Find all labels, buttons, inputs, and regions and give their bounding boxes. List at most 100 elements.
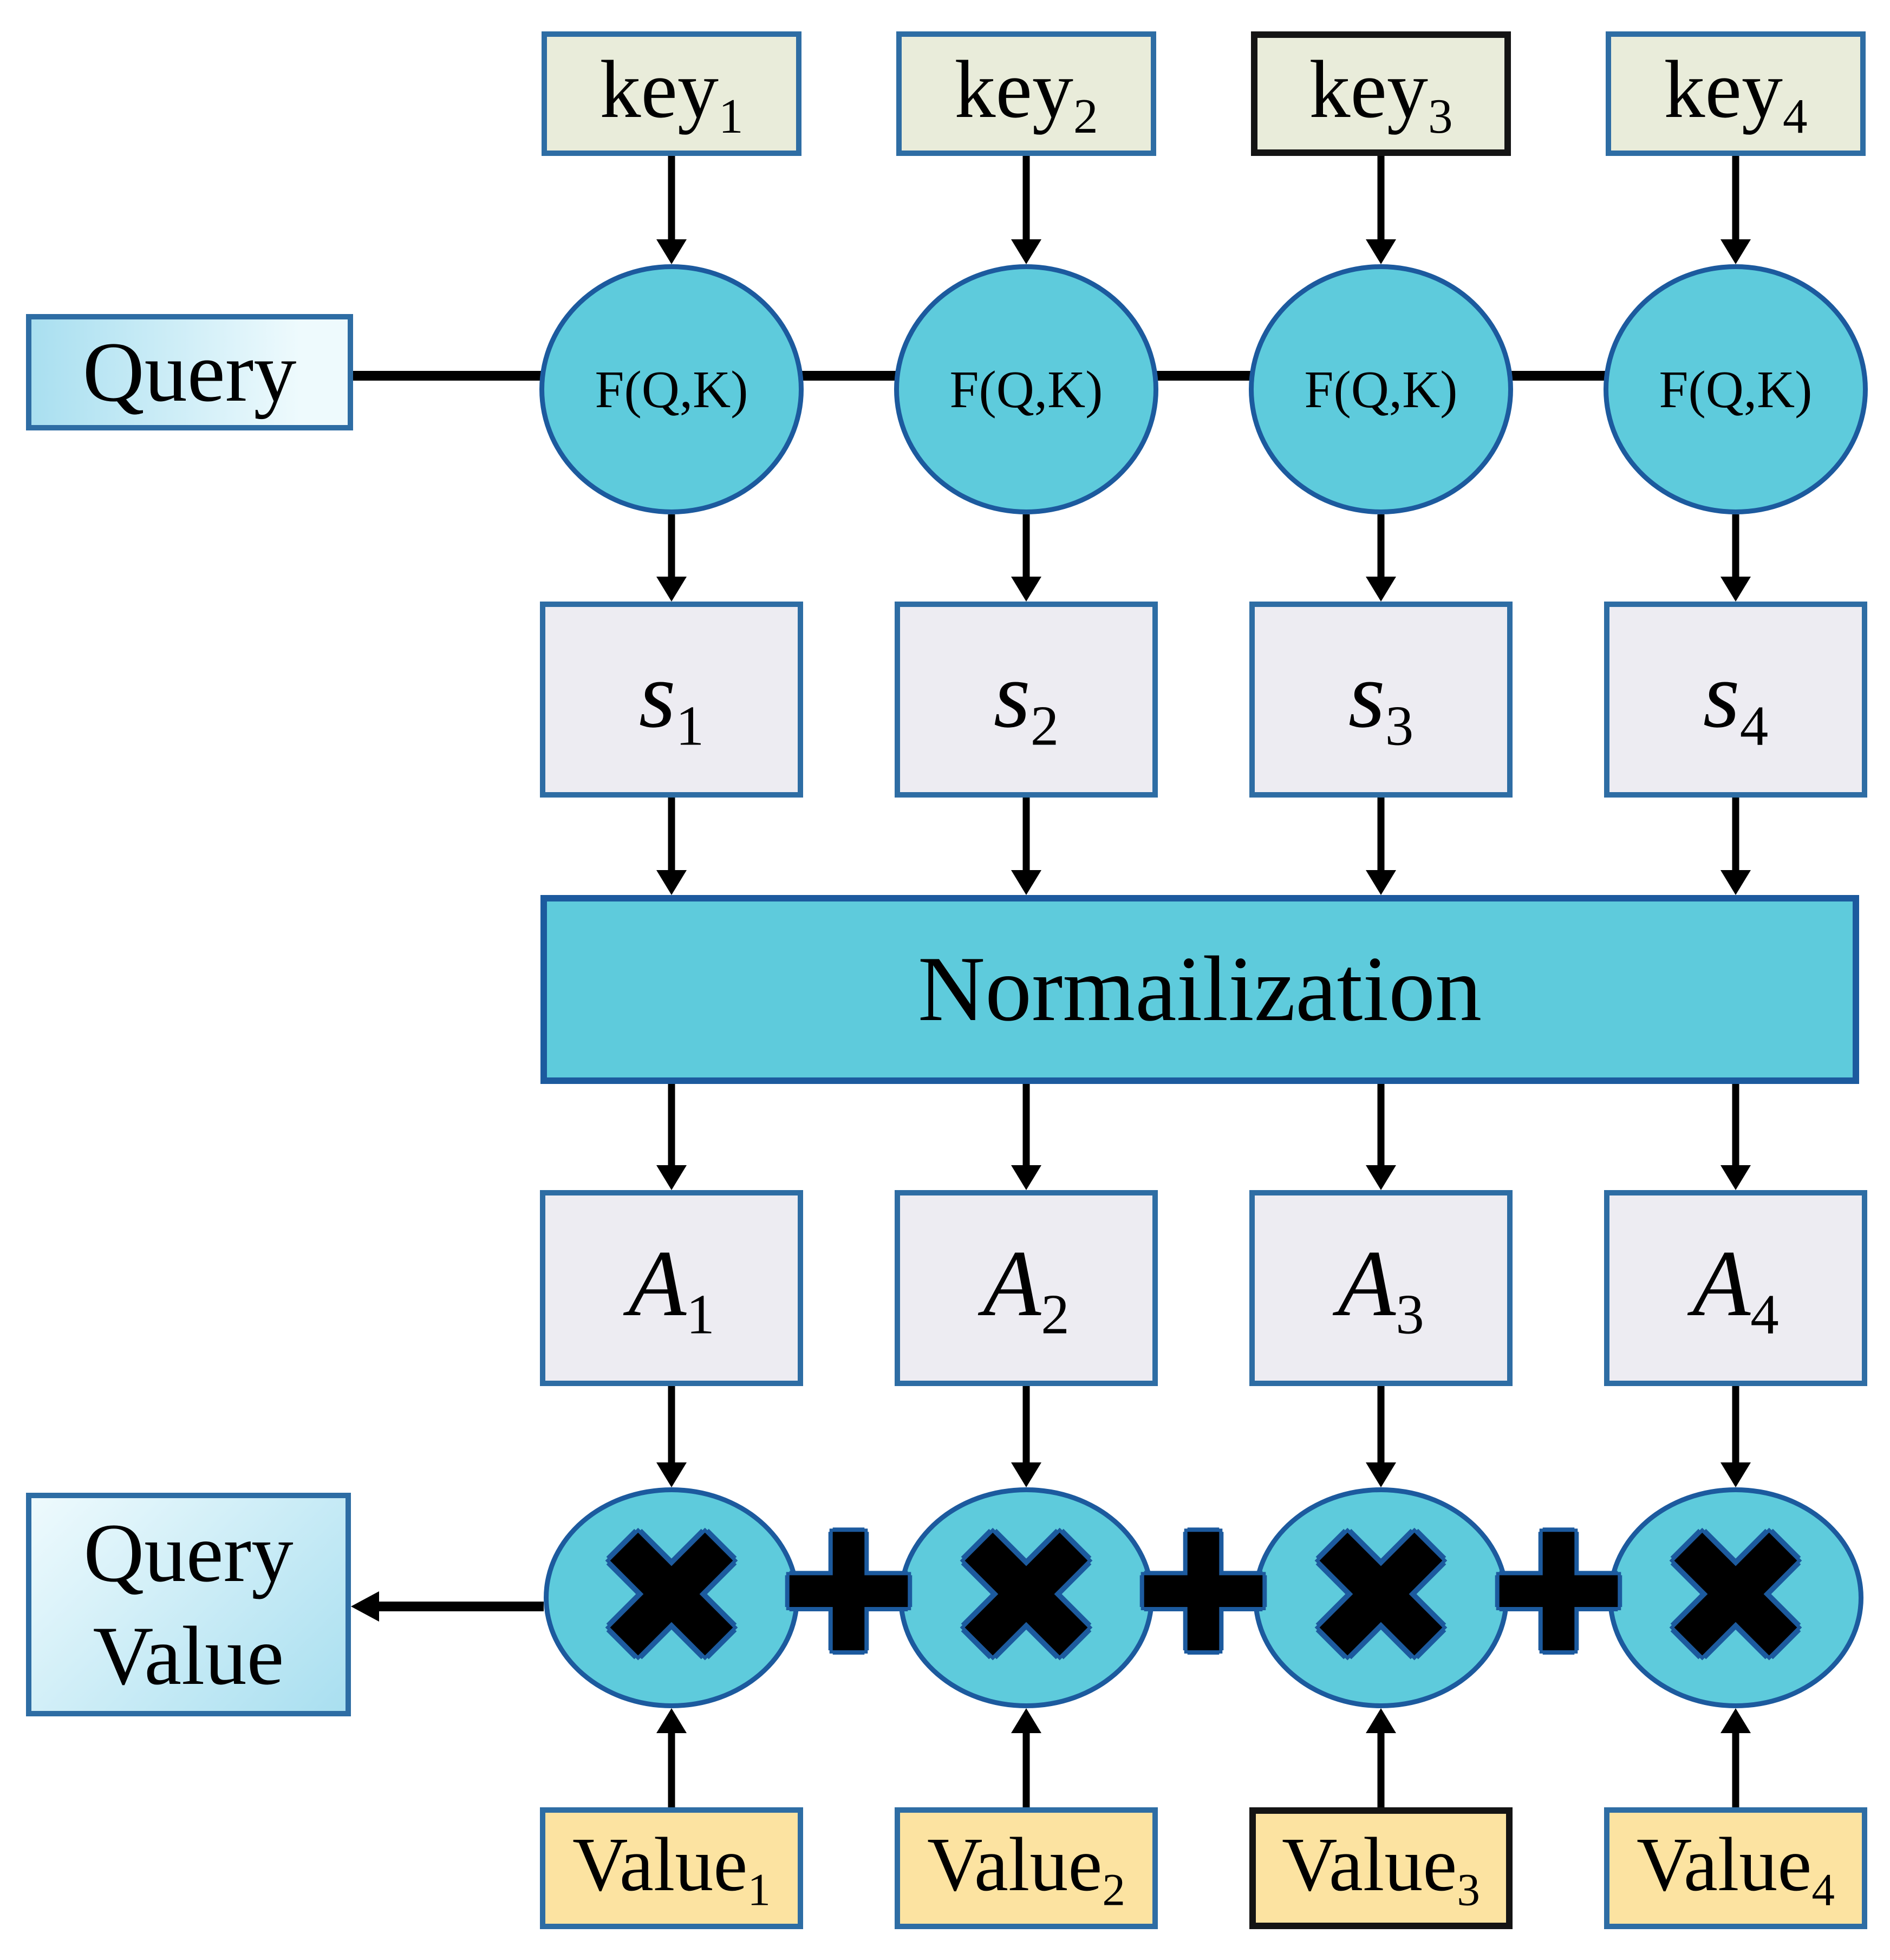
value-subscript-3: 3 [1457, 1864, 1480, 1916]
arrow-normalization-to-a4 [1720, 1084, 1751, 1190]
key-label-4: key4 [1664, 42, 1807, 145]
key-label-1: key1 [599, 42, 743, 145]
value-base-3: Value [1282, 1821, 1457, 1907]
fqk-label-2: F(Q,K) [949, 360, 1103, 419]
score-box-s2: s2 [895, 602, 1158, 798]
plus-icon: ✚ [1490, 1500, 1627, 1689]
arrow-a4-to-multiply4 [1720, 1386, 1751, 1487]
arrow-s3-to-normalization [1366, 798, 1396, 895]
fqk-label-1: F(Q,K) [595, 360, 748, 419]
key-subscript-4: 4 [1782, 89, 1808, 144]
key-label-3: key3 [1309, 42, 1452, 145]
key-base-2: key [954, 44, 1073, 135]
arrow-value1-to-multiply1 [656, 1708, 687, 1807]
arrow-fqk1-to-s1 [656, 514, 687, 602]
arrow-multiply1-to-query-value [351, 1591, 544, 1622]
arrow-fqk4-to-s4 [1720, 514, 1751, 602]
multiply-icon: ✖ [594, 1491, 749, 1705]
value-base-4: Value [1637, 1821, 1812, 1907]
fqk-circle-1: F(Q,K) [539, 264, 804, 514]
key-box-4: key4 [1606, 31, 1866, 156]
score-subscript-s2: 2 [1030, 694, 1059, 757]
value-box-3: Value3 [1249, 1807, 1513, 1929]
normalization-bar: Normailization [540, 895, 1859, 1084]
score-base-s3: s [1348, 642, 1385, 748]
value-box-4: Value4 [1604, 1807, 1867, 1929]
fqk-circle-3: F(Q,K) [1249, 264, 1513, 514]
multiply-circle-3: ✖ [1253, 1487, 1509, 1708]
arrow-key2-to-fqk2 [1011, 156, 1041, 264]
multiply-circle-4: ✖ [1608, 1487, 1863, 1708]
query-label: Query [82, 324, 297, 420]
multiply-icon: ✖ [1304, 1491, 1458, 1705]
arrow-value3-to-multiply3 [1366, 1708, 1396, 1807]
score-box-s3: s3 [1249, 602, 1513, 798]
fqk-label-4: F(Q,K) [1659, 360, 1813, 419]
key-box-3: key3 [1251, 31, 1511, 156]
weight-subscript-a1: 1 [686, 1282, 715, 1346]
arrow-key3-to-fqk3 [1366, 156, 1396, 264]
weight-base-a4: A [1692, 1231, 1751, 1336]
weight-subscript-a4: 4 [1750, 1282, 1779, 1346]
value-label-3: Value3 [1282, 1820, 1480, 1916]
weight-label-a1: A1 [628, 1229, 714, 1347]
weight-box-a2: A2 [895, 1190, 1158, 1386]
score-base-s4: s [1703, 642, 1740, 748]
weight-label-a3: A3 [1338, 1229, 1424, 1347]
key-box-2: key2 [896, 31, 1156, 156]
fqk-circle-2: F(Q,K) [894, 264, 1158, 514]
query-box: Query [26, 314, 353, 430]
plus-icon: ✚ [780, 1500, 917, 1689]
value-label-2: Value2 [927, 1820, 1125, 1916]
arrow-normalization-to-a2 [1011, 1084, 1041, 1190]
query-value-line1: Query [83, 1506, 294, 1600]
key-base-4: key [1664, 44, 1783, 135]
score-subscript-s4: 4 [1739, 694, 1769, 757]
arrow-normalization-to-a3 [1366, 1084, 1396, 1190]
value-box-2: Value2 [895, 1807, 1158, 1929]
plus-icon: ✚ [1135, 1500, 1272, 1689]
weight-subscript-a2: 2 [1041, 1282, 1070, 1346]
multiply-icon: ✖ [949, 1491, 1104, 1705]
key-subscript-1: 1 [718, 89, 744, 144]
weight-subscript-a3: 3 [1396, 1282, 1424, 1346]
weight-base-a3: A [1338, 1231, 1396, 1336]
score-label-s3: s3 [1348, 641, 1414, 759]
value-base-1: Value [572, 1821, 748, 1907]
key-box-1: key1 [542, 31, 801, 156]
score-base-s1: s [638, 642, 676, 748]
arrow-fqk2-to-s2 [1011, 514, 1041, 602]
arrow-fqk3-to-s3 [1366, 514, 1396, 602]
query-value-line2: Value [93, 1609, 284, 1702]
arrow-value4-to-multiply4 [1720, 1708, 1751, 1807]
arrow-a3-to-multiply3 [1366, 1386, 1396, 1487]
score-base-s2: s [993, 642, 1031, 748]
score-subscript-s3: 3 [1385, 694, 1414, 757]
query-value-box: Query Value [26, 1493, 351, 1716]
arrow-a1-to-multiply1 [656, 1386, 687, 1487]
weight-base-a1: A [628, 1231, 687, 1336]
multiply-circle-1: ✖ [544, 1487, 799, 1708]
multiply-circle-2: ✖ [898, 1487, 1154, 1708]
value-subscript-2: 2 [1102, 1864, 1125, 1916]
weight-label-a4: A4 [1692, 1229, 1778, 1347]
normalization-label: Normailization [917, 938, 1482, 1041]
score-label-s4: s4 [1703, 641, 1769, 759]
arrow-s4-to-normalization [1720, 798, 1751, 895]
key-subscript-2: 2 [1073, 89, 1098, 144]
key-base-1: key [599, 44, 719, 135]
arrow-s2-to-normalization [1011, 798, 1041, 895]
value-subscript-1: 1 [747, 1864, 771, 1916]
key-label-2: key2 [954, 42, 1098, 145]
arrow-normalization-to-a1 [656, 1084, 687, 1190]
key-base-3: key [1309, 44, 1428, 135]
arrow-key4-to-fqk4 [1720, 156, 1751, 264]
fqk-label-3: F(Q,K) [1304, 360, 1458, 419]
score-box-s4: s4 [1604, 602, 1867, 798]
weight-box-a1: A1 [540, 1190, 803, 1386]
weight-base-a2: A [983, 1231, 1041, 1336]
score-subscript-s1: 1 [675, 694, 705, 757]
arrow-key1-to-fqk1 [656, 156, 687, 264]
key-subscript-3: 3 [1428, 89, 1453, 144]
